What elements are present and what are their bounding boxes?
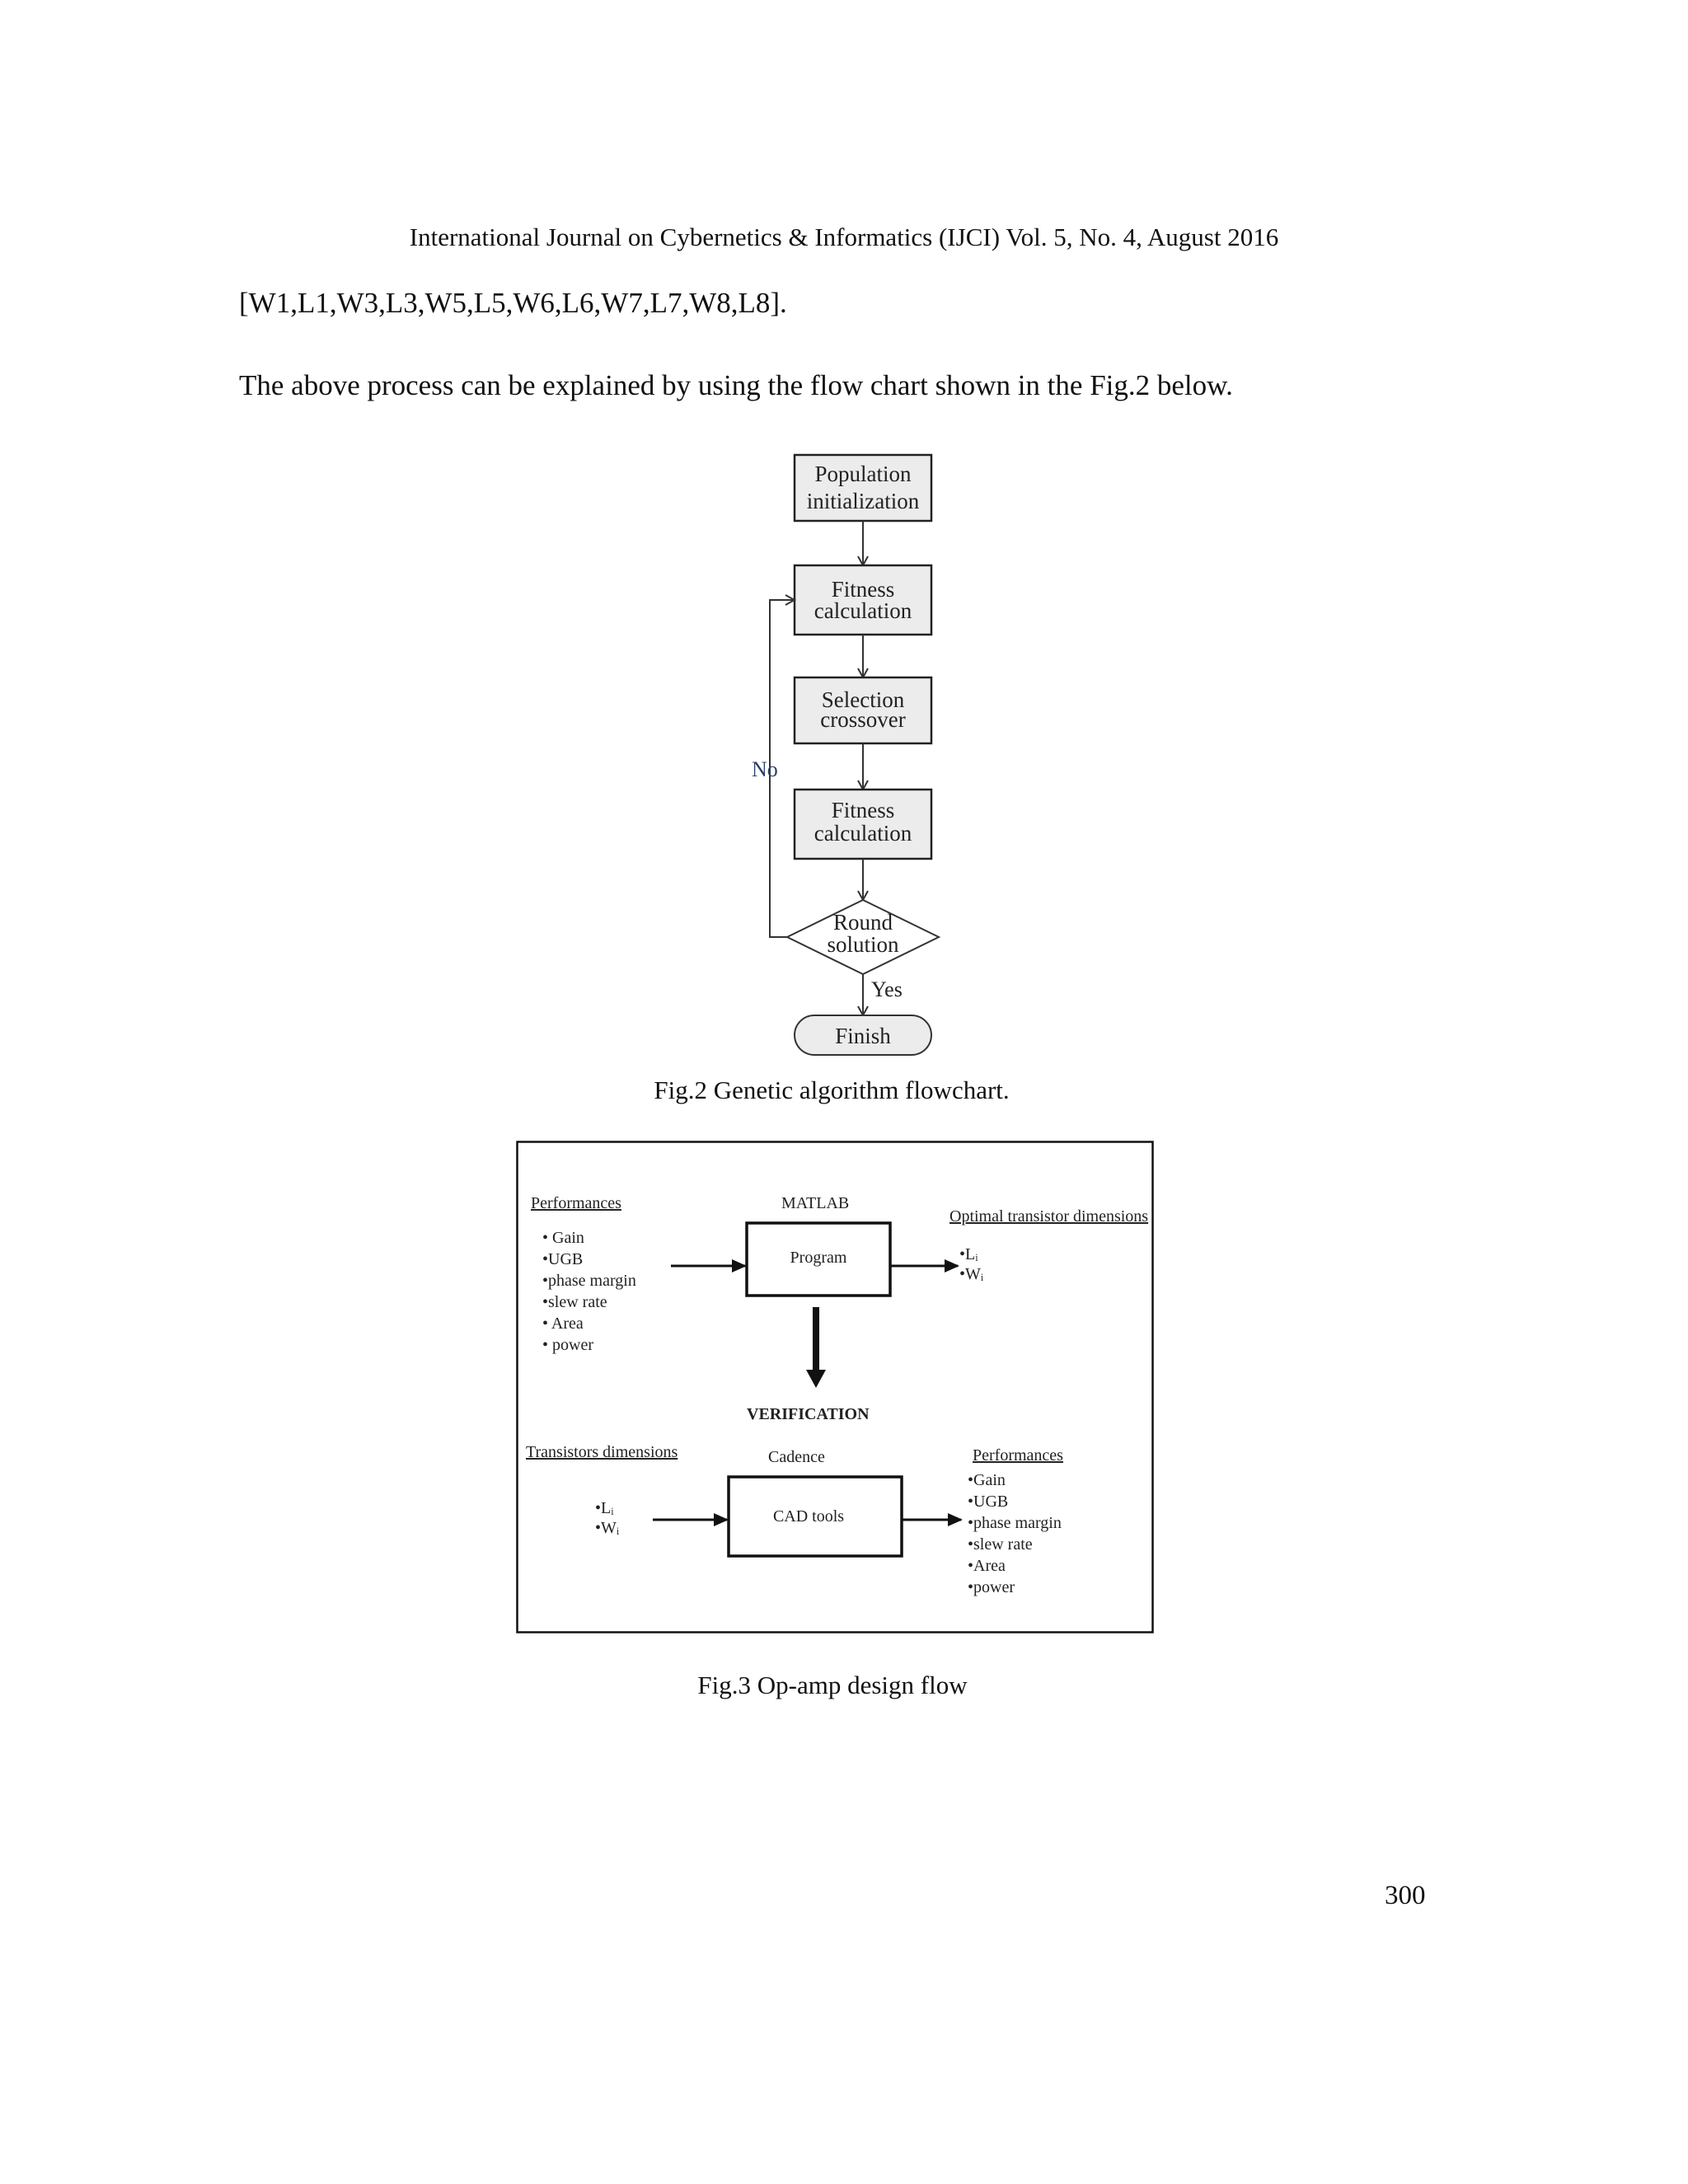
body-paragraph: The above process can be explained by us… — [239, 369, 1233, 401]
optimal-item: •Wᵢ — [959, 1265, 984, 1283]
performances-output-title: Performances — [973, 1446, 1063, 1465]
cadence-label: Cadence — [768, 1448, 825, 1466]
performance-item: • Gain — [542, 1229, 584, 1247]
performance-output-item: •slew rate — [968, 1535, 1033, 1554]
genetic-algorithm-flowchart: Population initialization Fitness calcul… — [752, 453, 941, 1056]
program-box: Program — [745, 1221, 892, 1297]
decision-label: Round — [833, 910, 893, 935]
transistor-item: •Lᵢ — [595, 1499, 614, 1517]
box-label: Fitness — [832, 798, 895, 823]
finish-terminal: Finish — [794, 1015, 932, 1056]
performance-item: •phase margin — [542, 1272, 636, 1290]
op-amp-design-flow-diagram: Performances • Gain •UGB •phase margin •… — [516, 1141, 1154, 1633]
decision-label: solution — [827, 932, 899, 957]
box-label: calculation — [814, 821, 912, 846]
optimal-dimensions-title: Optimal transistor dimensions — [950, 1207, 1148, 1226]
performance-output-item: •Area — [968, 1557, 1006, 1575]
transistors-dimensions-title: Transistors dimensions — [526, 1443, 678, 1461]
performance-output-item: •power — [968, 1578, 1015, 1596]
page-number: 300 — [1385, 1881, 1426, 1910]
box-label: Selection — [822, 687, 905, 712]
fitness-calculation-box: Fitness calculation — [793, 564, 933, 636]
cad-tools-label: CAD tools — [773, 1507, 844, 1526]
performance-item: • power — [542, 1336, 593, 1354]
no-loop-arrow — [769, 600, 795, 938]
box-label: Population — [814, 462, 912, 486]
performance-output-item: •Gain — [968, 1471, 1006, 1489]
box-label: calculation — [814, 598, 912, 623]
verification-arrow-head — [806, 1370, 826, 1388]
program-label: Program — [790, 1249, 847, 1267]
cad-tools-box: CAD tools — [727, 1475, 903, 1558]
verification-label: VERIFICATION — [747, 1405, 870, 1423]
fig3-caption: Fig.3 Op-amp design flow — [697, 1671, 968, 1699]
matlab-label: MATLAB — [781, 1194, 849, 1212]
running-header: International Journal on Cybernetics & I… — [409, 223, 1279, 251]
box-label: crossover — [820, 707, 905, 732]
performance-item: •slew rate — [542, 1293, 607, 1311]
performance-item: • Area — [542, 1315, 584, 1333]
finish-label: Finish — [835, 1024, 891, 1048]
performance-output-item: •UGB — [968, 1493, 1008, 1511]
box-label: Fitness — [832, 577, 895, 602]
box-label: initialization — [807, 489, 920, 513]
performances-title: Performances — [531, 1194, 621, 1212]
chromosome-vector-text: [W1,L1,W3,L3,W5,L5,W6,L6,W7,L7,W8,L8]. — [239, 287, 787, 319]
fig2-caption: Fig.2 Genetic algorithm flowchart. — [654, 1076, 1010, 1104]
selection-crossover-box: Selection crossover — [793, 676, 933, 745]
optimal-item: •Lᵢ — [959, 1245, 978, 1263]
fitness-calculation-box-2: Fitness calculation — [793, 788, 933, 860]
round-solution-decision: Round solution — [785, 898, 941, 976]
no-label: No — [752, 757, 778, 781]
performance-output-item: •phase margin — [968, 1514, 1062, 1532]
transistor-item: •Wᵢ — [595, 1519, 620, 1537]
performance-item: •UGB — [542, 1250, 583, 1268]
yes-label: Yes — [871, 977, 903, 1001]
population-initialization-box: Population initialization — [793, 453, 933, 523]
